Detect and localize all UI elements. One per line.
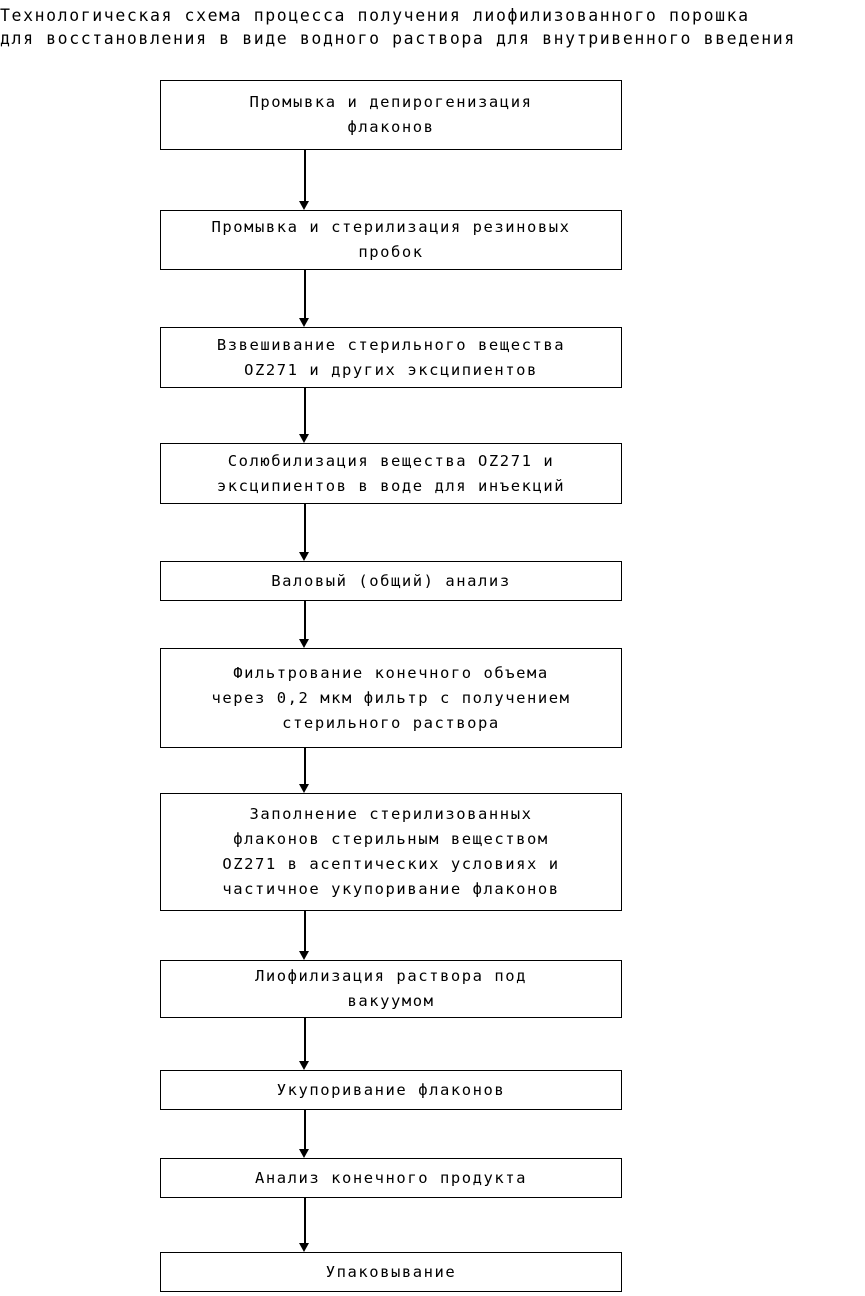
flow-node-label: Солюбилизация вещества OZ271 и bbox=[227, 451, 555, 470]
flow-connector bbox=[304, 911, 306, 952]
flow-node-label: Укупоривание флаконов bbox=[276, 1080, 506, 1099]
flow-node-label: Лиофилизация раствора под bbox=[254, 967, 528, 985]
flow-connector bbox=[304, 748, 306, 785]
flow-node-label: OZ271 в асептических условиях и bbox=[222, 855, 560, 873]
arrow-head-icon bbox=[299, 951, 309, 960]
arrow-head-icon bbox=[299, 318, 309, 327]
arrow-head-icon bbox=[299, 201, 309, 210]
flow-node-label: Фильтрование конечного объема bbox=[233, 663, 549, 682]
flow-node-label: пробок bbox=[358, 243, 424, 261]
flow-node[interactable]: Укупоривание флаконов bbox=[160, 1070, 622, 1110]
flow-node[interactable]: Промывка и депирогенизация флаконов bbox=[160, 80, 622, 150]
flow-connector bbox=[304, 1018, 306, 1062]
flow-node-label: флаконов стерильным веществом bbox=[233, 830, 549, 848]
flow-node-label: Промывка и депирогенизация bbox=[249, 93, 533, 111]
arrow-head-icon bbox=[299, 552, 309, 561]
flow-node-label: Заполнение стерилизованных bbox=[249, 805, 533, 823]
flow-node-label: Взвешивание стерильного вещества bbox=[216, 335, 566, 354]
flow-connector bbox=[304, 388, 306, 435]
flow-node-label: эксципиентов в воде для инъекций bbox=[216, 476, 566, 495]
diagram-title-line-2: для восстановления в виде водного раство… bbox=[0, 29, 796, 48]
arrow-head-icon bbox=[299, 1061, 309, 1070]
arrow-head-icon bbox=[299, 1149, 309, 1158]
flow-node[interactable]: Заполнение стерилизованных флаконов стери… bbox=[160, 793, 622, 911]
flow-node[interactable]: Промывка и стерилизация резиновых пробок bbox=[160, 210, 622, 270]
flow-connector bbox=[304, 601, 306, 640]
flow-connector bbox=[304, 270, 306, 319]
flow-node[interactable]: Лиофилизация раствора под вакуумом bbox=[160, 960, 622, 1018]
flow-connector bbox=[304, 150, 306, 202]
diagram-title: Технологическая схема процесса получения… bbox=[0, 4, 865, 50]
flow-connector bbox=[304, 1110, 306, 1150]
flow-node-label: Промывка и стерилизация резиновых bbox=[211, 218, 571, 236]
flow-node-label: OZ271 и других эксципиентов bbox=[244, 360, 538, 379]
arrow-head-icon bbox=[299, 434, 309, 443]
flow-node-label: через 0,2 мкм фильтр с получением bbox=[211, 688, 571, 707]
flow-node[interactable]: Фильтрование конечного объема через 0,2 м… bbox=[160, 648, 622, 748]
flow-node[interactable]: Солюбилизация вещества OZ271 и эксципиент… bbox=[160, 443, 622, 504]
flow-node-label: Анализ конечного продукта bbox=[254, 1168, 528, 1187]
flow-node-label: стерильного раствора bbox=[282, 713, 500, 732]
flow-connector bbox=[304, 504, 306, 553]
flow-node[interactable]: Анализ конечного продукта bbox=[160, 1158, 622, 1198]
arrow-head-icon bbox=[299, 639, 309, 648]
flow-node-label: флаконов bbox=[347, 118, 435, 136]
flow-node-label: Валовый (общий) анализ bbox=[271, 571, 511, 590]
arrow-head-icon bbox=[299, 1243, 309, 1252]
flow-node-label: Упаковывание bbox=[325, 1262, 457, 1281]
flow-node[interactable]: Упаковывание bbox=[160, 1252, 622, 1292]
flow-node-label: частичное укупоривание флаконов bbox=[222, 880, 560, 898]
arrow-head-icon bbox=[299, 784, 309, 793]
diagram-title-line-1: Технологическая схема процесса получения… bbox=[0, 6, 750, 25]
flow-connector bbox=[304, 1198, 306, 1244]
flow-node[interactable]: Валовый (общий) анализ bbox=[160, 561, 622, 601]
flow-node-label: вакуумом bbox=[347, 992, 435, 1010]
